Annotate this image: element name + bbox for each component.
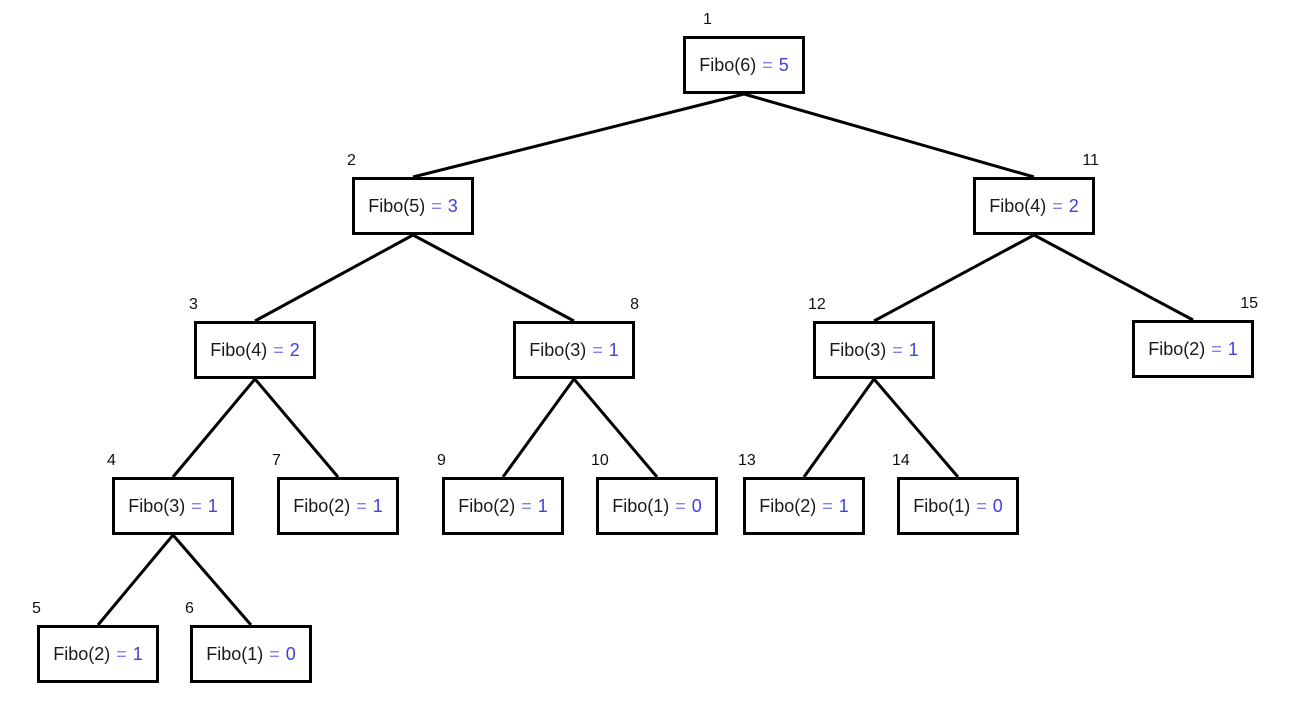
node-order-label: 8 <box>630 296 639 313</box>
node-function-text: Fibo(2) <box>458 495 516 516</box>
node-function-text: Fibo(2) <box>1148 338 1206 359</box>
node-function-text: Fibo(2) <box>53 643 111 664</box>
tree-edge-1-11 <box>743 92 1035 179</box>
tree-edge-3-4 <box>171 378 257 478</box>
node-equals-sign: = <box>1052 195 1063 216</box>
node-function-text: Fibo(1) <box>206 643 264 664</box>
tree-node-7: Fibo(2)=1 <box>277 477 399 535</box>
node-order-label: 14 <box>892 452 910 469</box>
tree-node-15: Fibo(2)=1 <box>1132 320 1254 378</box>
node-value: 2 <box>289 339 300 360</box>
node-value: 1 <box>908 339 919 360</box>
node-equals-sign: = <box>892 339 903 360</box>
node-order-label: 5 <box>32 600 41 617</box>
node-value: 1 <box>132 643 143 664</box>
node-order-label: 4 <box>107 452 116 469</box>
tree-edge-8-9 <box>501 378 576 478</box>
tree-edge-8-10 <box>572 378 659 478</box>
node-order-label: 9 <box>437 452 446 469</box>
node-function-text: Fibo(3) <box>128 495 186 516</box>
tree-edge-11-15 <box>1033 233 1194 322</box>
node-order-label: 3 <box>189 296 198 313</box>
node-equals-sign: = <box>521 495 532 516</box>
tree-edge-12-13 <box>802 378 876 478</box>
node-equals-sign: = <box>269 643 280 664</box>
tree-node-12: Fibo(3)=1 <box>813 321 935 379</box>
tree-edge-12-14 <box>872 378 960 478</box>
node-order-label: 12 <box>808 296 826 313</box>
node-order-label: 2 <box>347 152 356 169</box>
node-value: 1 <box>207 495 218 516</box>
tree-node-2: Fibo(5)=3 <box>352 177 474 235</box>
node-function-text: Fibo(4) <box>210 339 268 360</box>
tree-node-3: Fibo(4)=2 <box>194 321 316 379</box>
node-function-text: Fibo(1) <box>913 495 971 516</box>
node-equals-sign: = <box>356 495 367 516</box>
node-order-label: 10 <box>591 452 609 469</box>
tree-node-10: Fibo(1)=0 <box>596 477 718 535</box>
node-function-text: Fibo(2) <box>759 495 817 516</box>
node-value: 1 <box>1227 338 1238 359</box>
node-order-label: 6 <box>185 600 194 617</box>
node-value: 3 <box>447 195 458 216</box>
tree-node-6: Fibo(1)=0 <box>190 625 312 683</box>
tree-node-8: Fibo(3)=1 <box>513 321 635 379</box>
node-function-text: Fibo(6) <box>699 54 757 75</box>
node-function-text: Fibo(2) <box>293 495 351 516</box>
node-value: 2 <box>1068 195 1079 216</box>
tree-edge-4-5 <box>96 534 175 626</box>
tree-node-5: Fibo(2)=1 <box>37 625 159 683</box>
tree-node-1: Fibo(6)=5 <box>683 36 805 94</box>
tree-edge-2-8 <box>412 233 575 323</box>
tree-node-11: Fibo(4)=2 <box>973 177 1095 235</box>
node-order-label: 1 <box>703 11 712 28</box>
node-equals-sign: = <box>273 339 284 360</box>
node-order-label: 13 <box>738 452 756 469</box>
node-equals-sign: = <box>822 495 833 516</box>
node-equals-sign: = <box>762 54 773 75</box>
node-equals-sign: = <box>431 195 442 216</box>
node-equals-sign: = <box>1211 338 1222 359</box>
node-equals-sign: = <box>116 643 127 664</box>
node-equals-sign: = <box>191 495 202 516</box>
node-function-text: Fibo(5) <box>368 195 426 216</box>
node-equals-sign: = <box>675 495 686 516</box>
node-value: 0 <box>992 495 1003 516</box>
node-order-label: 7 <box>272 452 281 469</box>
node-value: 1 <box>608 339 619 360</box>
node-value: 0 <box>285 643 296 664</box>
tree-node-4: Fibo(3)=1 <box>112 477 234 535</box>
node-equals-sign: = <box>592 339 603 360</box>
tree-edge-11-12 <box>873 233 1035 323</box>
node-function-text: Fibo(3) <box>529 339 587 360</box>
tree-edge-2-3 <box>254 233 414 323</box>
tree-node-9: Fibo(2)=1 <box>442 477 564 535</box>
tree-edge-3-7 <box>253 378 340 478</box>
node-value: 5 <box>778 54 789 75</box>
node-value: 1 <box>372 495 383 516</box>
node-value: 1 <box>537 495 548 516</box>
node-value: 1 <box>838 495 849 516</box>
node-value: 0 <box>691 495 702 516</box>
tree-node-13: Fibo(2)=1 <box>743 477 865 535</box>
node-order-label: 15 <box>1240 295 1258 312</box>
node-function-text: Fibo(1) <box>612 495 670 516</box>
tree-edge-1-2 <box>412 92 745 179</box>
tree-node-14: Fibo(1)=0 <box>897 477 1019 535</box>
tree-edge-4-6 <box>171 534 253 626</box>
node-order-label: 11 <box>1082 152 1099 169</box>
node-function-text: Fibo(3) <box>829 339 887 360</box>
node-function-text: Fibo(4) <box>989 195 1047 216</box>
node-equals-sign: = <box>976 495 987 516</box>
